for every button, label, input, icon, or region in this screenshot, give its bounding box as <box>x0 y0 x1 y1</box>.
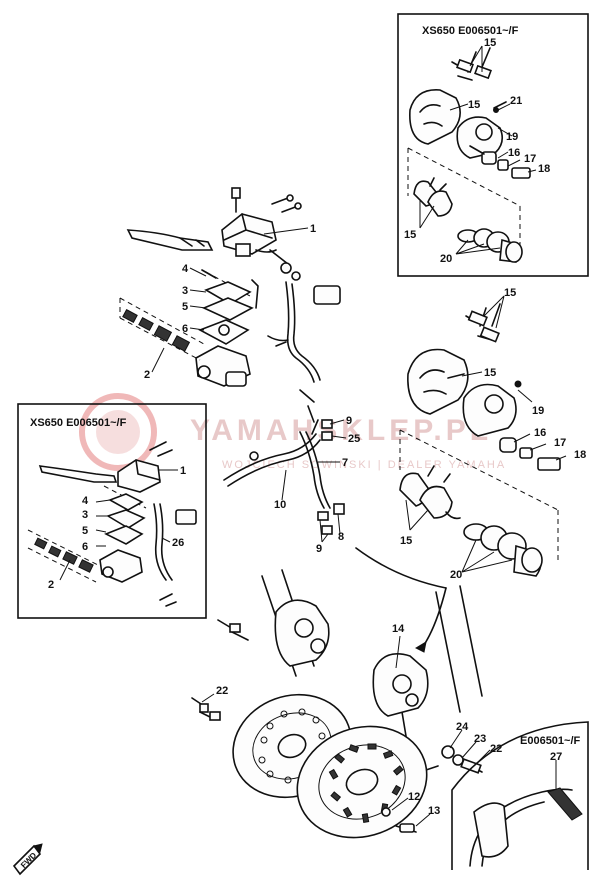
caliper-exploded-right: 15 15 19 16 17 18 15 20 <box>355 287 586 653</box>
watermark-brand: YAMAHSKLEP.PL <box>190 414 492 447</box>
fork-and-discs: 14 22 12 13 24 23 22 <box>191 569 502 839</box>
callout-3: 3 <box>82 509 88 521</box>
callout-8: 8 <box>338 531 344 543</box>
callout-18: 18 <box>538 163 550 175</box>
inset-left-title: XS650 E006501~/F <box>30 417 127 429</box>
callout-15: 15 <box>504 287 516 299</box>
callout-2: 2 <box>48 579 54 591</box>
callout-9: 9 <box>346 415 352 427</box>
callout-22: 22 <box>216 685 228 697</box>
inset-lower-right: E006501~/F 27 <box>451 721 589 870</box>
callout-10: 10 <box>274 499 286 511</box>
callout-25: 25 <box>348 433 360 445</box>
callout-19: 19 <box>506 131 518 143</box>
callout-13: 13 <box>428 805 440 817</box>
callout-1: 1 <box>180 465 186 477</box>
callout-24: 24 <box>456 721 469 733</box>
callout-17: 17 <box>554 437 566 449</box>
callout-14: 14 <box>392 623 405 635</box>
callout-21: 21 <box>510 95 522 107</box>
callout-17: 17 <box>524 153 536 165</box>
inset-upper-right: XS650 E006501~/F <box>397 13 589 277</box>
callout-20: 20 <box>450 569 462 581</box>
callout-7: 7 <box>342 457 348 469</box>
callout-20: 20 <box>440 253 452 265</box>
callout-15: 15 <box>484 37 496 49</box>
brake-hoses: 9 25 7 10 9 8 <box>223 281 360 555</box>
inset-upper-right-title: XS650 E006501~/F <box>422 25 519 37</box>
callout-4: 4 <box>82 495 89 507</box>
inset-lower-right-title: E006501~/F <box>520 735 581 747</box>
callout-3: 3 <box>182 285 188 297</box>
fwd-arrow-icon: FWD <box>12 843 43 876</box>
callout-16: 16 <box>508 147 520 159</box>
callout-12: 12 <box>408 791 420 803</box>
callout-5: 5 <box>82 525 88 537</box>
callout-9: 9 <box>316 543 322 555</box>
callout-15: 15 <box>468 99 480 111</box>
callout-6: 6 <box>182 323 188 335</box>
callout-15: 15 <box>404 229 416 241</box>
callout-19: 19 <box>532 405 544 417</box>
callout-4: 4 <box>182 263 189 275</box>
master-cylinder-assembly: 1 4 3 5 6 2 <box>119 187 316 387</box>
callout-5: 5 <box>182 301 188 313</box>
inset-left: XS650 E006501~/F 1 4 3 5 <box>17 403 207 619</box>
callout-6: 6 <box>82 541 88 553</box>
callout-2: 2 <box>144 369 150 381</box>
callout-15: 15 <box>484 367 496 379</box>
callout-26: 26 <box>172 537 184 549</box>
watermark: YAMAHSKLEP.PL WOJCIECH SOWIŃSKI | DEALER… <box>79 393 504 471</box>
callout-27: 27 <box>550 751 562 763</box>
callout-15: 15 <box>400 535 412 547</box>
callout-16: 16 <box>534 427 546 439</box>
callout-1: 1 <box>310 223 316 235</box>
callout-23: 23 <box>474 733 486 745</box>
callout-18: 18 <box>574 449 586 461</box>
